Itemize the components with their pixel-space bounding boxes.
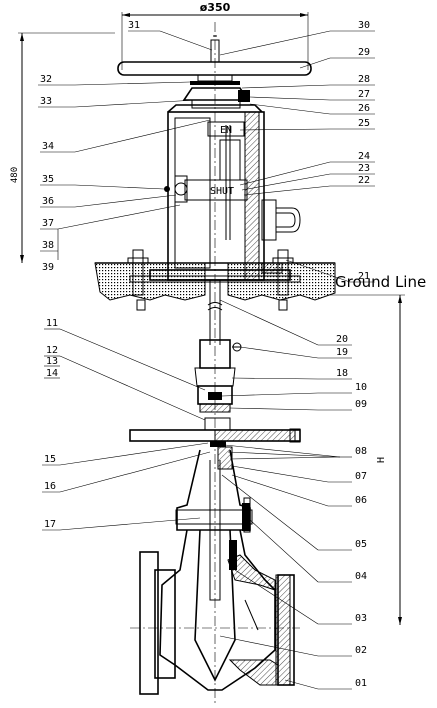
ground-line-label: Ground Line bbox=[335, 273, 426, 291]
callout-23: 23 bbox=[358, 163, 370, 174]
valve-body bbox=[139, 449, 295, 695]
callout-26: 26 bbox=[358, 103, 370, 114]
callout-29: 29 bbox=[358, 47, 370, 58]
callout-09: 09 bbox=[355, 399, 367, 410]
callout-21: 21 bbox=[358, 271, 370, 282]
callout-17: 17 bbox=[44, 519, 56, 530]
stem-coupling bbox=[194, 339, 242, 413]
callout-01: 01 bbox=[355, 678, 367, 689]
callout-04: 04 bbox=[355, 571, 367, 582]
callout-18: 18 bbox=[336, 368, 348, 379]
callout-38: 38 bbox=[42, 240, 54, 251]
actuator-housing: EN SHUT bbox=[129, 87, 301, 283]
dim-height-right-label: H bbox=[376, 457, 387, 463]
callout-16: 16 bbox=[44, 481, 56, 492]
leader-lines bbox=[38, 30, 375, 690]
callout-labels: 31 30 29 32 28 33 27 26 25 34 24 23 35 2… bbox=[40, 20, 370, 689]
callout-25: 25 bbox=[358, 118, 370, 129]
callout-07: 07 bbox=[355, 471, 367, 482]
ground: Ground Line bbox=[94, 249, 426, 311]
callout-06: 06 bbox=[355, 495, 367, 506]
callout-20: 20 bbox=[336, 334, 348, 345]
callout-28: 28 bbox=[358, 74, 370, 85]
callout-32: 32 bbox=[40, 74, 52, 85]
indicator-open-text: EN bbox=[220, 125, 232, 136]
callout-35: 35 bbox=[42, 174, 54, 185]
callout-30: 30 bbox=[358, 20, 370, 31]
callout-03: 03 bbox=[355, 613, 367, 624]
callout-31: 31 bbox=[128, 20, 140, 31]
callout-02: 02 bbox=[355, 645, 367, 656]
callout-11: 11 bbox=[46, 318, 58, 329]
callout-36: 36 bbox=[42, 196, 54, 207]
dim-diameter-label: ø350 bbox=[200, 1, 231, 14]
callout-33: 33 bbox=[40, 96, 52, 107]
handwheel bbox=[117, 35, 312, 85]
callout-24: 24 bbox=[358, 151, 370, 162]
bonnet-flange bbox=[129, 417, 301, 470]
callout-22: 22 bbox=[358, 175, 370, 186]
extension-stem bbox=[207, 280, 223, 345]
callout-08: 08 bbox=[355, 446, 367, 457]
callout-13: 13 bbox=[46, 356, 58, 367]
callout-12: 12 bbox=[46, 345, 58, 356]
callout-10: 10 bbox=[355, 382, 367, 393]
dim-height-right: H bbox=[330, 294, 405, 625]
dim-height-left: 480 bbox=[10, 32, 115, 263]
dim-diameter: ø350 bbox=[121, 1, 309, 70]
callout-39: 39 bbox=[42, 262, 54, 273]
dim-height-left-label: 480 bbox=[10, 167, 20, 183]
callout-34: 34 bbox=[42, 141, 54, 152]
callout-15: 15 bbox=[44, 454, 56, 465]
callout-19: 19 bbox=[336, 347, 348, 358]
callout-05: 05 bbox=[355, 539, 367, 550]
callout-14: 14 bbox=[46, 368, 58, 379]
callout-37: 37 bbox=[42, 218, 54, 229]
callout-27: 27 bbox=[358, 89, 370, 100]
indicator-shut-text: SHUT bbox=[210, 186, 234, 197]
